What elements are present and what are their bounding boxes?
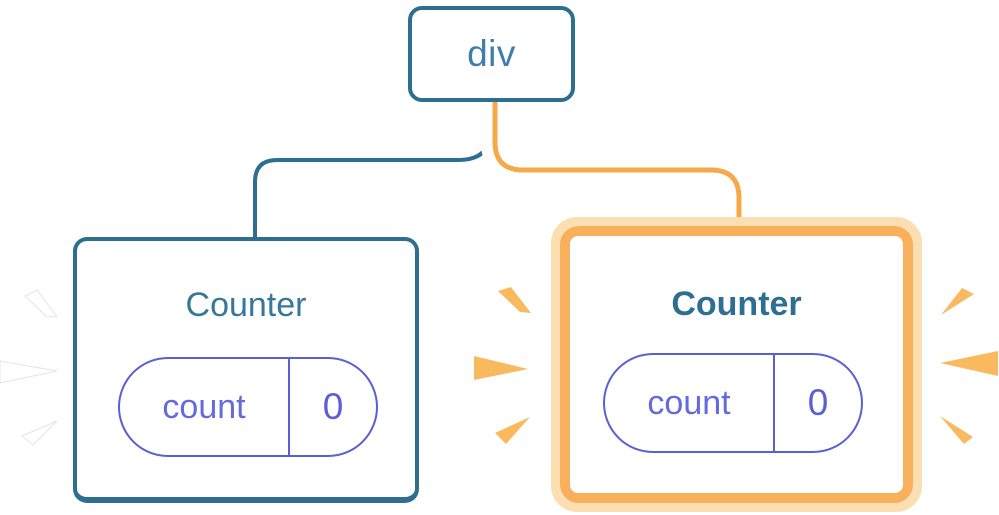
root-node-div: div [408, 6, 575, 102]
connector-orange-edge [492, 100, 742, 221]
burst-rays-orange-left-icon [474, 287, 531, 444]
connector-blue-edge [253, 100, 492, 240]
state-pill-left: count 0 [118, 357, 378, 457]
state-key-left: count [120, 359, 290, 455]
state-key-right: count [605, 355, 775, 451]
counter-card-right-title: Counter [671, 285, 802, 323]
state-pill-right: count 0 [603, 353, 863, 453]
burst-rays-white-icon [0, 289, 59, 446]
state-value-left: 0 [322, 386, 344, 427]
counter-card-left-title: Counter [185, 286, 307, 324]
root-node-label: div [467, 33, 516, 74]
connector-orange-casing [481, 100, 753, 221]
state-value-right: 0 [807, 382, 829, 423]
burst-rays-orange-right-icon [940, 288, 998, 444]
